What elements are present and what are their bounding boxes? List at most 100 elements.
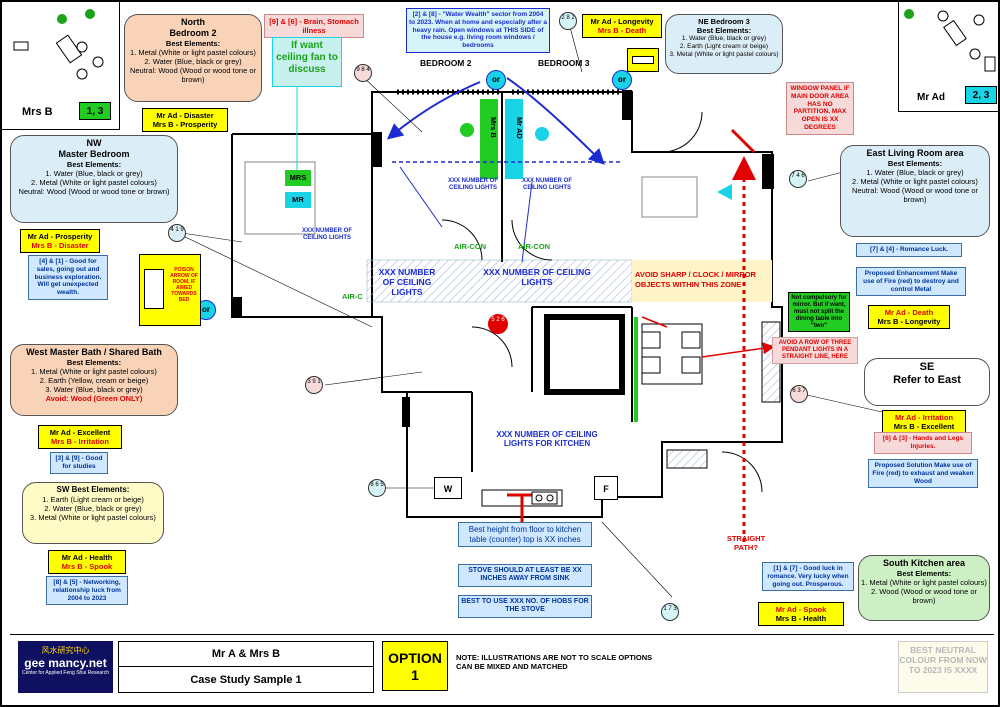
nw-panel: NW Master Bedroom Best Elements: 1. Wate… [10,135,178,223]
water-wealth-note: [2] & [8] - "Water Wealth" sector from 2… [406,8,550,53]
ne-line1: 1. Water (Blue, black or grey) [681,35,767,42]
mr-ad-compass-icon [904,9,996,72]
north-luck: Mr Ad - Disaster Mrs B - Prosperity [142,108,228,132]
circle-top-mid: 2 8 2 [559,12,577,30]
west-title: West Master Bath / Shared Bath [26,347,162,357]
west-ad: Mr Ad - Excellent [49,428,111,437]
enhancement-note: Proposed Enhancement Make use of Fire (r… [856,267,966,297]
west-line3: 3. Water (Blue, black or grey) [45,384,143,394]
west-best: Best Elements: [66,357,122,367]
footer: 风水研究中心 gee mancy.net Center for Applied … [10,634,994,701]
client-table: Mr A & Mrs B Case Study Sample 1 [118,641,374,693]
longevity-luck: Mr Ad - Longevity Mrs B - Death [582,14,662,38]
mr-ad-compass-panel: Mr Ad 2, 3 [898,2,998,112]
logo-main: gee mancy.net [24,656,107,670]
ceiling-fan-note: If want ceiling fan to discuss [272,37,342,87]
or-bubble-1: or [486,70,506,90]
illustration-note: NOTE: ILLUSTRATIONS ARE NOT TO SCALE OPT… [456,653,653,671]
east-panel: East Living Room area Best Elements: 1. … [840,145,990,237]
ceiling-lights-living: XXX NUMBER OF CEILING LIGHTS [483,267,591,287]
mrs-label: MRS [285,170,311,186]
nw-luck: Mr Ad - Prosperity Mrs B - Disaster [20,229,100,253]
mrs-b-numbers: 1, 3 [79,102,111,120]
sofa [641,176,698,218]
logo: 风水研究中心 gee mancy.net Center for Applied … [18,641,113,693]
se-luck: Mr Ad - Irritation Mrs B - Excellent [882,410,966,434]
north-line2: 2. Water (Blue, black or grey) [144,56,242,66]
circle-sw: 8 6 5 [368,479,386,497]
sw-line3: 3. Metal (White or light pastel colours) [30,512,156,522]
tv-icon [717,184,732,200]
mrs-b-compass-panel: Mrs B 1, 3 [2,2,120,130]
bedroom3-label: BEDROOM 3 [538,58,590,68]
avoid-zone [632,260,772,302]
east-luck: Mr Ad - Death Mrs B - Longevity [868,305,950,329]
mrs-b-name: Mrs B [22,106,53,118]
romance-note: [7] & [4] - Romance Luck. [856,243,962,257]
mr-ad-name: Mr Ad [917,92,945,103]
circle-north: 9 8 4 [354,64,372,82]
ceiling-lights-hall: XXX NUMBER OF CEILING LIGHTS [378,267,436,297]
mr-ad-numbers: 2, 3 [965,86,997,104]
door-arc [511,219,553,261]
south-title: South Kitchen area [882,558,965,568]
sw-line2: 2. Water (Blue, black or grey) [44,503,142,513]
aircon-label-3: AIR-C [342,292,363,301]
south-best: Best Elements: [896,568,952,578]
west-note: [3] & [9] - Good for studies [50,452,108,474]
north-subtitle: Bedroom 2 [169,27,217,38]
se-title: SE [919,361,935,373]
ceiling-lights-bed2: XXX NUMBER OF CEILING LIGHTS [448,178,499,191]
circle-south: 1 7 3 [661,603,679,621]
sw-b: Mrs B - Spook [61,562,113,571]
sw-ad: Mr Ad - Health [61,553,113,562]
ne-panel: NE Bedroom 3 Best Elements: 1. Water (Bl… [665,14,783,74]
north-ad: Mr Ad - Disaster [156,111,214,120]
avoid-zone-label: AVOID SHARP / CLOCK / MIRROR OBJECTS WIT… [635,270,756,289]
se-panel: SE Refer to East [864,358,990,406]
west-line1: 1. Metal (White or light pastel colours) [31,366,157,376]
aircon-label-1: AIR-CON [454,242,487,251]
nw-note: [4] & [1] - Good for sales, going out an… [28,255,108,300]
mr-ad-bed-dot [535,127,549,141]
ceiling-lights-master: XXX NUMBER OF CEILING LIGHTS [302,228,353,241]
window-option-icon [627,48,659,72]
south-line1: 1. Metal (White or light pastel colours) [861,577,987,587]
blue-arrow [386,81,481,140]
nw-b: Mrs B - Disaster [31,241,89,250]
center-circle: 5 2 6 [488,314,508,334]
green-partition [634,317,638,422]
poison-label: POISON ARROW OF ROOM, IF AIMED TOWARDS B… [170,267,198,303]
east-title: East Living Room area [866,148,964,158]
door-arc [471,326,513,368]
window-panel-mark [730,128,756,154]
mr-label: MR [285,192,311,208]
sw-panel: SW Best Elements: 1. Earth (Light cream … [22,482,164,544]
poison-note: POISON ARROW OF ROOM, IF AIMED TOWARDS B… [139,254,201,326]
logo-sub: Center for Applied Feng Shui Research [22,670,109,676]
south-panel: South Kitchen area Best Elements: 1. Met… [858,555,990,621]
kitchen-shelf [666,449,708,469]
mrs-b-compass-icon [13,9,104,80]
solution-note: Proposed Solution Make use of Fire (red)… [868,459,978,489]
shaft-block [544,314,625,395]
longevity-b: Mrs B - Death [597,26,647,35]
logo-cn: 风水研究中心 [41,646,90,655]
neutral-colour-note: BEST NEUTRAL COLOUR FROM NOW TO 2023 IS … [898,641,988,693]
mirror-note: Not compulsory for mirror. But if want, … [788,292,850,333]
pendant-arrow [701,342,775,358]
fridge-label: F [594,476,618,500]
ne-title: NE Bedroom 3 [698,17,750,26]
se-b: Mrs B - Excellent [893,422,955,431]
circle-west: 3 9 1 [305,376,323,394]
nw-ad: Mr Ad - Prosperity [27,232,93,241]
east-best: Best Elements: [887,158,943,168]
north-line1: 1. Metal (White or light pastel colours) [130,47,256,57]
stove-distance-note: STOVE SHOULD AT LEAST BE XX INCHES AWAY … [458,564,592,587]
client-name: Mr A & Mrs B [119,642,373,667]
east-line2: 2. Metal (White or light pastel colours) [852,176,978,186]
mr-ad-bar [505,99,523,179]
ceiling-zone-hatch [366,259,633,303]
nw-line2: 2. Metal (White or light pastel colours) [31,177,157,187]
sw-title: SW Best Elements: [56,485,130,494]
